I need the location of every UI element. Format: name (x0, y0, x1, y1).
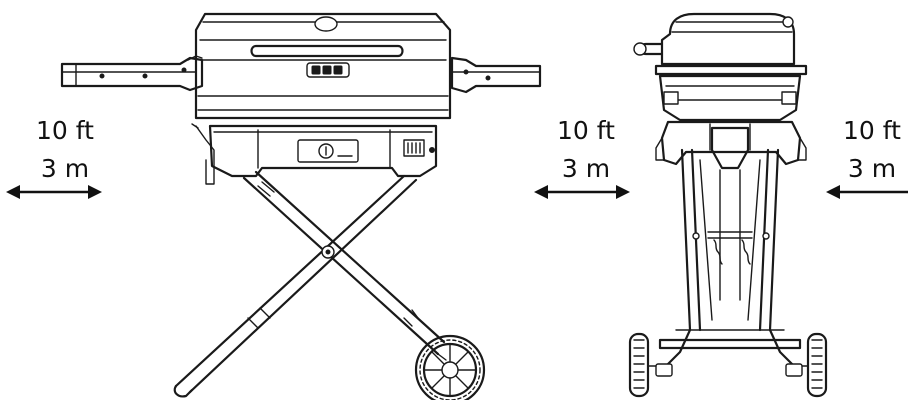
distance-imperial: 10 ft (545, 112, 627, 150)
grill-front-view-icon (620, 0, 840, 400)
distance-imperial: 10 ft (836, 112, 908, 150)
clearance-label-middle: 10 ft 3 m (545, 112, 627, 188)
clearance-label-right: 10 ft 3 m (836, 112, 908, 188)
grill-side-view-icon (50, 0, 550, 400)
